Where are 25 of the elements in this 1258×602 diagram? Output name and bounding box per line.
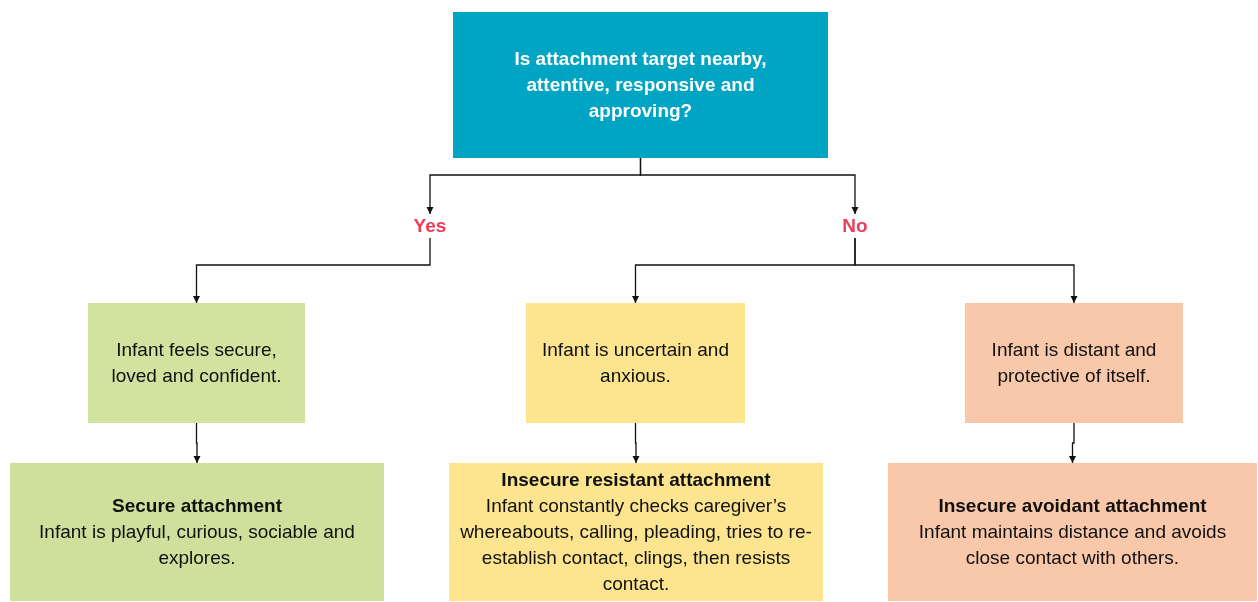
outcome-box [449, 463, 823, 601]
body-text: Infant is playful, curious, sociable and explores. [38, 520, 356, 570]
outcome-box [888, 463, 1257, 601]
heading-text: Secure attachment [112, 494, 282, 518]
state-box [88, 303, 305, 423]
body-text: Infant maintains distance and avoids close contact with others. [917, 520, 1228, 570]
outcome-box [10, 463, 384, 601]
heading-text: Insecure avoidant attachment [938, 494, 1207, 518]
state-box [526, 303, 745, 423]
arrow [639, 157, 859, 215]
arrow [632, 422, 640, 464]
arrow [1069, 422, 1076, 464]
decision-box [453, 12, 828, 158]
arrow [193, 237, 431, 304]
body-text: Infant constantly checks caregiver’s whereabouts, calling, pleading, tries to re-establish contact, clings, then resists contact. [459, 494, 813, 596]
body-text: Infant feels secure, loved and confident. [110, 338, 283, 388]
body-text: Is attachment target nearby, attentive, responsive and approving? [513, 47, 768, 123]
arrow [854, 237, 1078, 304]
arrow [193, 422, 201, 464]
body-text: Infant is distant and protective of itself. [990, 338, 1158, 388]
body-text: Infant is uncertain and anxious. [541, 338, 730, 388]
heading-text: Insecure resistant attachment [501, 468, 771, 492]
state-box [965, 303, 1183, 423]
body-text: No [842, 214, 868, 238]
body-text: Yes [413, 214, 447, 238]
